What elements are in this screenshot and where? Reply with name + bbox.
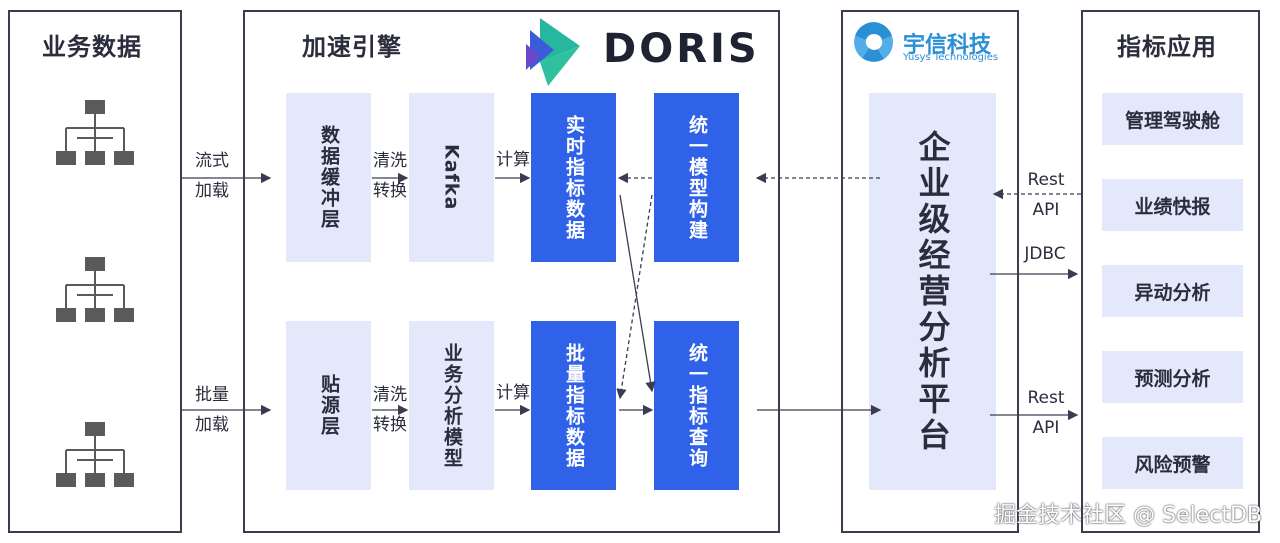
stream-load-label-top: 流式 <box>195 151 229 171</box>
source-layer-label: 贴源层 <box>318 374 340 437</box>
app-cockpit[interactable]: 管理驾驶舱 <box>1102 93 1243 145</box>
acceleration-engine-title: 加速引擎 <box>302 33 402 61</box>
business-model-label: 业务分析模型 <box>441 342 463 469</box>
unified-query-box: 统一指标查询 <box>654 321 739 490</box>
app-anomaly-analysis[interactable]: 异动分析 <box>1102 265 1243 317</box>
app-risk-warning-label: 风险预警 <box>1134 453 1211 476</box>
compute-label-bottom: 计算 <box>496 383 530 403</box>
unified-query-label: 统一指标查询 <box>686 342 708 469</box>
doris-logo-text: DORIS <box>603 26 760 72</box>
watermark: 掘金技术社区 @ SelectDB <box>994 503 1262 528</box>
clean-label-bottom: 清洗 <box>373 385 407 405</box>
enterprise-platform-box: 企业级经营分析平台 <box>869 93 996 490</box>
rest-api-label-top: Rest API <box>1024 165 1068 225</box>
clean-transform-label-bottom: 清洗 转换 <box>370 380 410 440</box>
transform-label-top: 转换 <box>373 181 407 201</box>
business-data-panel <box>8 10 182 533</box>
yusys-logo-en: Yusys Technologies <box>903 52 999 63</box>
rest-label-top: Rest <box>1027 170 1065 190</box>
realtime-metrics-box: 实时指标数据 <box>531 93 616 262</box>
app-forecast-analysis-label: 预测分析 <box>1134 367 1211 390</box>
data-buffer-layer: 数据缓冲层 <box>286 93 371 262</box>
app-performance-report[interactable]: 业绩快报 <box>1102 179 1243 231</box>
batch-metrics-label: 批量指标数据 <box>563 342 585 469</box>
kafka-label: Kafka <box>440 144 463 211</box>
stream-load-label-bottom: 加载 <box>195 181 229 201</box>
clean-transform-label-top: 清洗 转换 <box>370 146 410 206</box>
data-buffer-layer-label: 数据缓冲层 <box>318 125 340 230</box>
batch-load-label-top: 批量 <box>195 385 229 405</box>
rest-api-label-bottom: Rest API <box>1024 383 1068 443</box>
rest-label-bottom: Rest <box>1027 388 1065 408</box>
unified-model-label: 统一模型构建 <box>686 114 708 241</box>
realtime-metrics-label: 实时指标数据 <box>563 114 585 241</box>
app-cockpit-label: 管理驾驶舱 <box>1124 109 1220 132</box>
clean-label-top: 清洗 <box>373 151 407 171</box>
source-layer: 贴源层 <box>286 321 371 490</box>
app-risk-warning[interactable]: 风险预警 <box>1102 437 1243 489</box>
business-data-title: 业务数据 <box>42 33 142 61</box>
batch-metrics-box: 批量指标数据 <box>531 321 616 490</box>
yusys-logo-cn: 宇信科技 <box>903 33 992 58</box>
api-label-bottom: API <box>1032 418 1060 438</box>
kafka-box: Kafka <box>409 93 494 262</box>
business-model-box: 业务分析模型 <box>409 321 494 490</box>
api-label-top: API <box>1032 200 1060 220</box>
batch-load-label: 批量 加载 <box>192 380 232 440</box>
app-anomaly-analysis-label: 异动分析 <box>1134 281 1211 304</box>
app-forecast-analysis[interactable]: 预测分析 <box>1102 351 1243 403</box>
batch-load-label-bottom: 加载 <box>195 415 229 435</box>
app-performance-report-label: 业绩快报 <box>1134 195 1211 218</box>
jdbc-label: JDBC <box>1024 244 1066 264</box>
stream-load-label: 流式 加载 <box>192 146 232 206</box>
enterprise-platform-label: 企业级经营分析平台 <box>913 129 952 454</box>
metric-apps-title: 指标应用 <box>1117 33 1217 61</box>
compute-label-top: 计算 <box>496 150 530 170</box>
unified-model-box: 统一模型构建 <box>654 93 739 262</box>
transform-label-bottom: 转换 <box>373 415 407 435</box>
